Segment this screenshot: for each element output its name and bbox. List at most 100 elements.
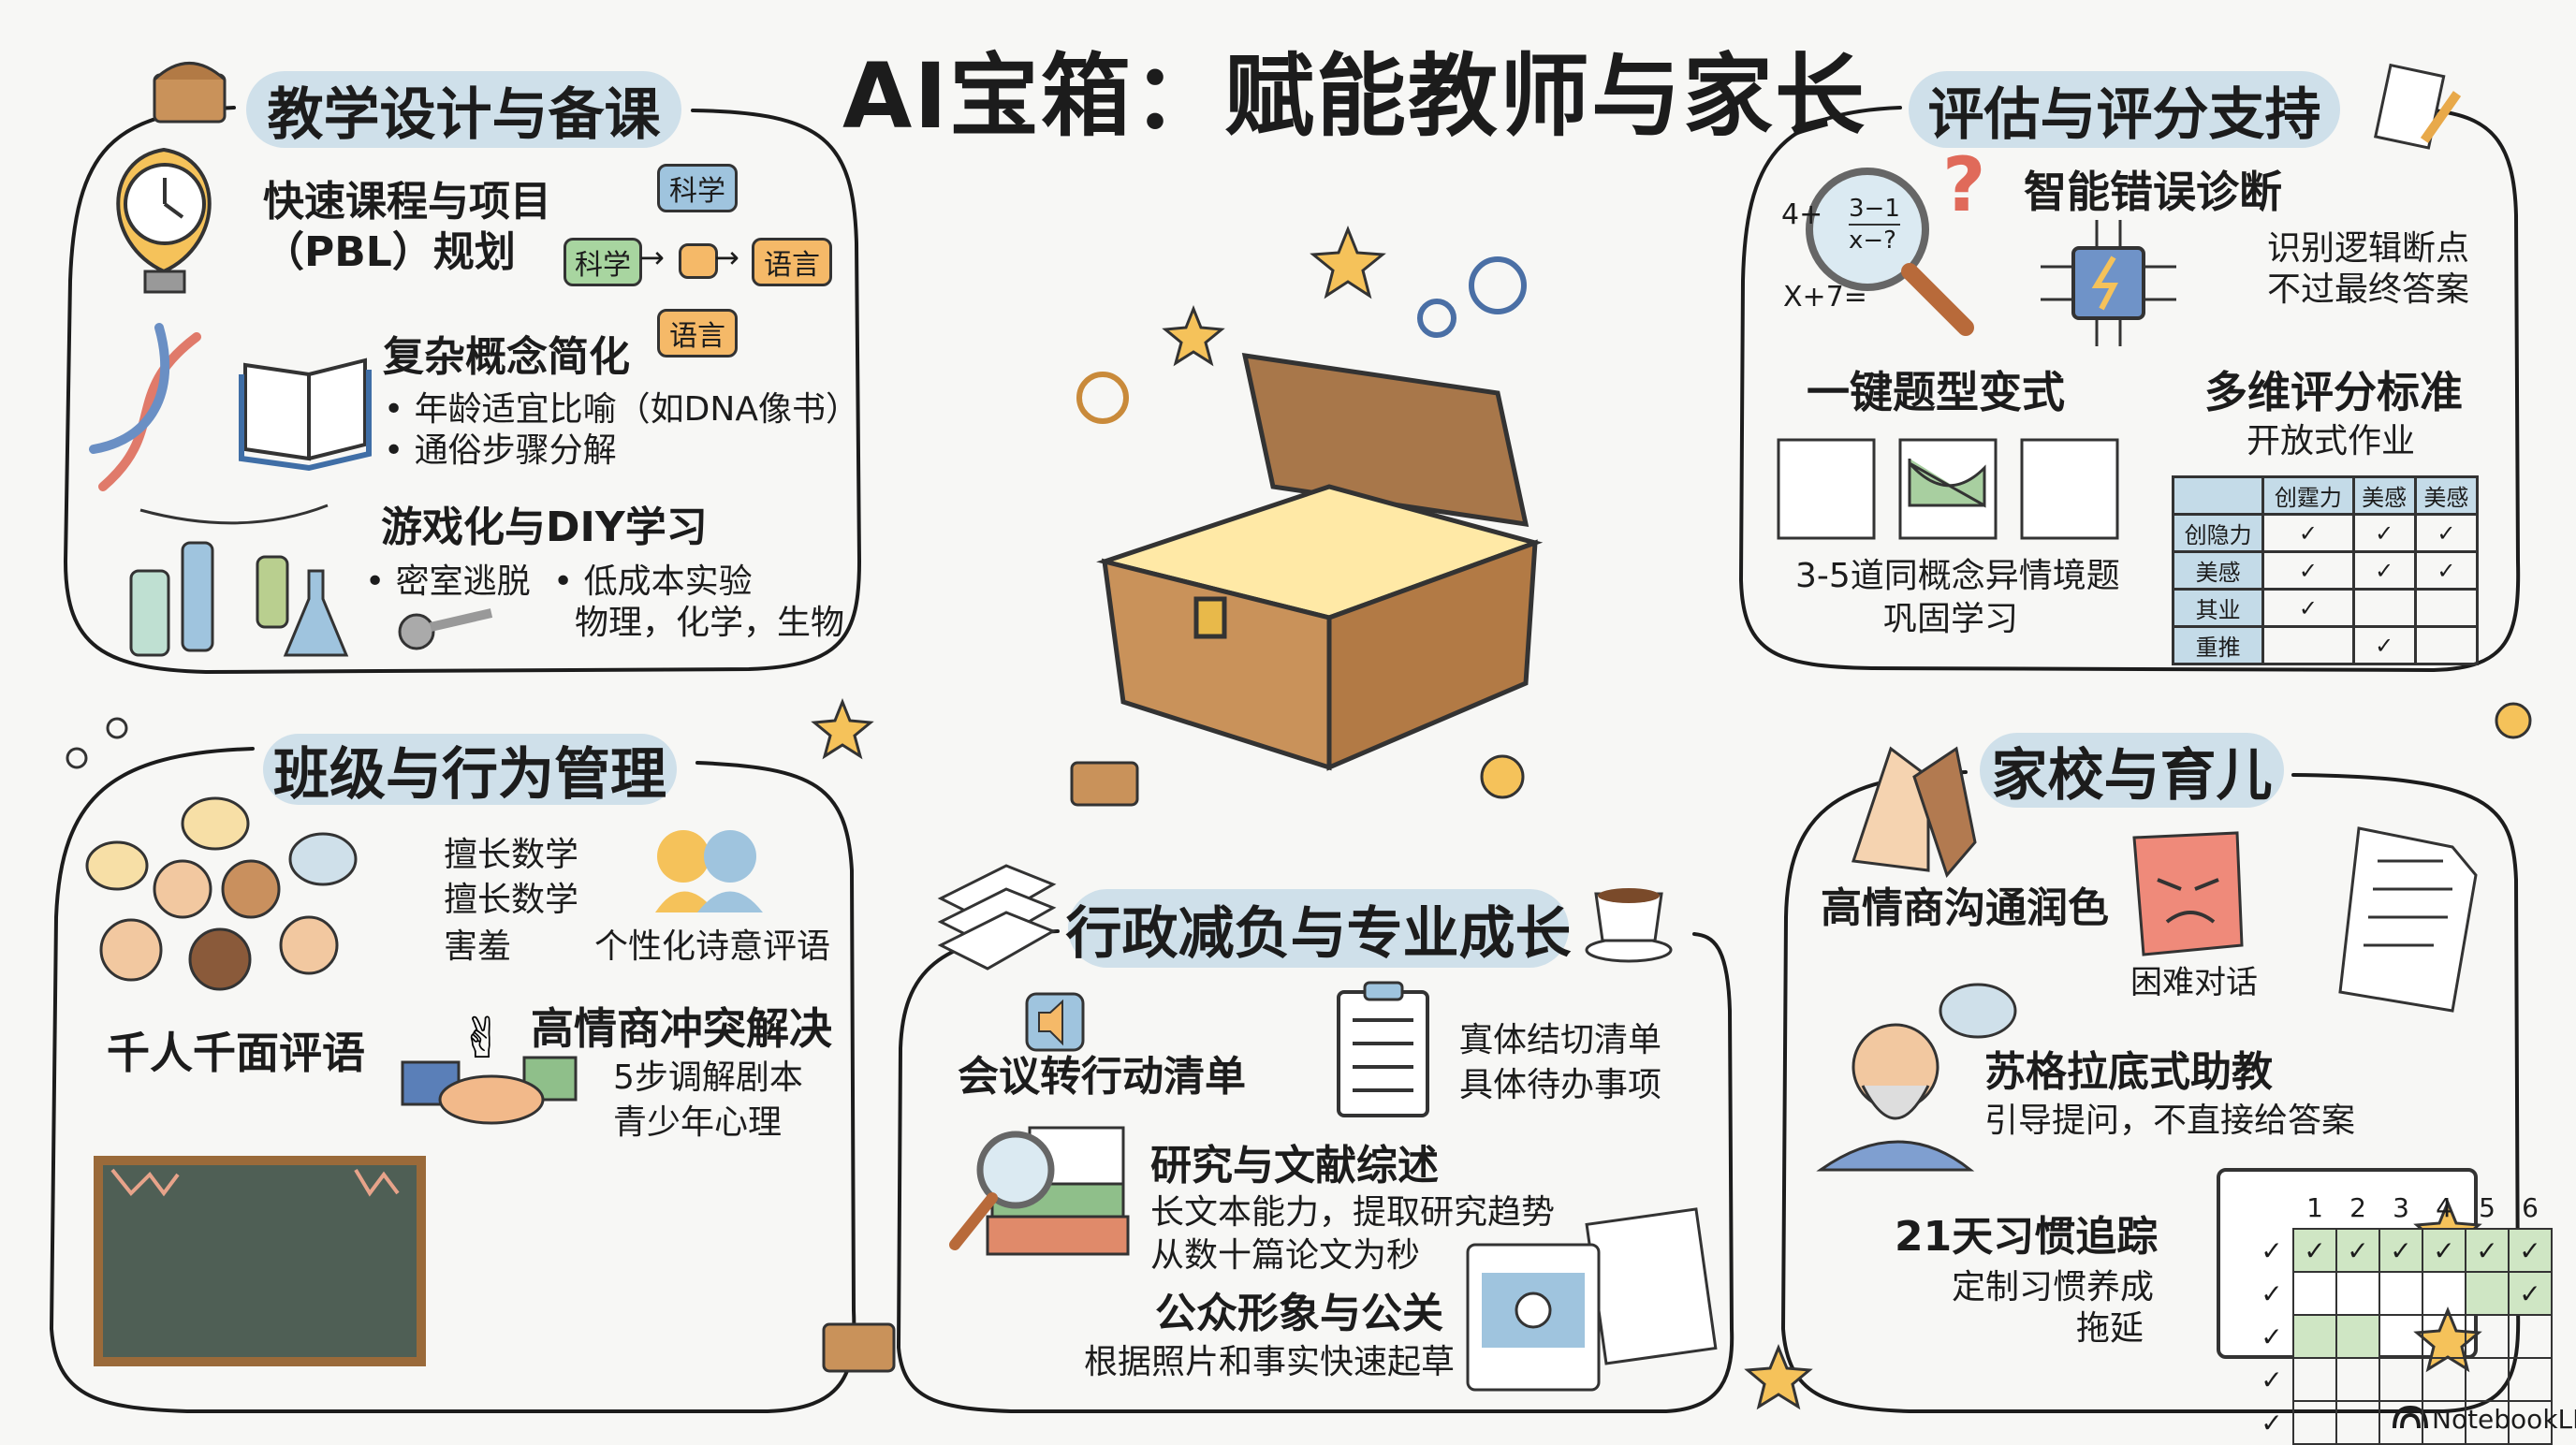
research-title: 研究与文献综述	[1150, 1142, 1439, 1190]
rubric-header-cell: 美感	[2413, 475, 2480, 516]
day-label: 4	[2436, 1191, 2452, 1223]
lightbulb-icon	[2495, 702, 2532, 739]
conflict-line: 青少年心理	[613, 1103, 783, 1142]
treasure-chest-icon	[822, 761, 1139, 1373]
check-icon: ✓	[2261, 588, 2355, 628]
habit-cell	[2465, 1271, 2510, 1316]
day-label: 1	[2306, 1191, 2323, 1223]
arrow-right-icon: →	[639, 240, 665, 275]
rubric-header-row: 创霆力美感美感	[2171, 475, 2480, 516]
habit-cell	[2508, 1314, 2553, 1359]
star-icon	[811, 225, 1813, 1410]
math-denominator: x−?	[1849, 226, 1896, 255]
check-icon: ✓	[2261, 513, 2355, 553]
habit-cell	[2335, 1314, 2380, 1359]
habit-cell: ✓	[2378, 1228, 2423, 1273]
rubric-row-label: 其业	[2171, 588, 2265, 628]
habit-cell	[2335, 1271, 2380, 1316]
habit-cell	[2465, 1357, 2510, 1402]
rubric-row-label: 创隐力	[2171, 513, 2265, 553]
ai-chip-icon	[2041, 220, 2176, 346]
chalkboard-icon	[94, 1156, 426, 1366]
rubric-table: 创霆力美感美感创隐力✓✓✓美感✓✓✓其业✓重推✓	[2171, 475, 2480, 665]
rubric-empty-cell	[2413, 625, 2480, 665]
habit-line: 拖延	[2076, 1309, 2144, 1348]
socrates-icon	[1816, 983, 2017, 1172]
habit-cell	[2422, 1357, 2466, 1402]
rubric-row: 其业✓	[2171, 588, 2480, 628]
simplify-bullet: • 通俗步骤分解	[384, 431, 617, 470]
diagnosis-line: 识别逻辑断点	[2267, 229, 2470, 268]
pbl-node: 科学	[657, 164, 738, 212]
dna-icon	[89, 323, 201, 491]
habit-cell: ✓	[2292, 1228, 2337, 1273]
conflict-line: 5步调解剧本	[613, 1058, 803, 1097]
page-title: AI宝箱：赋能教师与家长	[842, 44, 1867, 149]
sparkle-icon	[66, 717, 128, 769]
variants-title: 一键题型变式	[1807, 367, 2065, 417]
clipboard-checklist-icon	[1337, 981, 1429, 1117]
trait-label: 害羞	[444, 927, 512, 966]
rubric-header-cell	[2171, 475, 2265, 516]
magnifier-books-icon	[949, 1126, 1130, 1256]
habit-cell	[2335, 1400, 2380, 1445]
day-label: 3	[2393, 1191, 2409, 1223]
phone-newspaper-icon	[1466, 1207, 1718, 1392]
gamify-bullet-detail: 物理，化学，生物	[575, 604, 845, 642]
gear-icon	[1076, 372, 1129, 424]
panel-outline-class	[49, 747, 856, 1413]
day-label: 2	[2349, 1191, 2366, 1223]
checklist-line: 具体待办事项	[1459, 1066, 1662, 1104]
check-icon: ✓	[2261, 550, 2355, 591]
angry-paper-icon	[2132, 831, 2244, 956]
conflict-title: 高情商冲突解决	[531, 1003, 832, 1054]
gamify-bullet: • 低成本实验	[553, 562, 753, 601]
rubric-subtitle: 开放式作业	[2247, 422, 2416, 460]
habit-cell	[2465, 1314, 2510, 1359]
habit-cell: ✓	[2465, 1228, 2510, 1273]
signed-letter-icon	[2338, 826, 2478, 1013]
speaker-icon	[1025, 992, 1085, 1052]
rubric-row: 创隐力✓✓✓	[2171, 513, 2480, 553]
check-icon: ✓	[2413, 550, 2480, 591]
check-icon: ✓	[2351, 625, 2417, 665]
high-five-icon	[1851, 746, 1977, 878]
habit-line: 定制习惯养成	[1952, 1268, 2155, 1306]
panel-outline-lesson-design	[63, 106, 862, 675]
section-title-class-management: 班级与行为管理	[263, 734, 677, 808]
paper-stack-icon	[937, 864, 1057, 971]
check-icon: ✓	[2261, 1407, 2283, 1438]
lightbulb-clock-icon	[116, 147, 212, 294]
variants-line: 巩固学习	[1883, 600, 2019, 638]
habit-cell	[2335, 1357, 2380, 1402]
rubric-row: 重推✓	[2171, 625, 2480, 665]
pbl-title-line1: 快速课程与项目	[263, 178, 551, 226]
habit-cell	[2378, 1314, 2423, 1359]
habit-cell: ✓	[2422, 1228, 2466, 1273]
arrow-right-icon: →	[714, 240, 739, 275]
habit-title: 21天习惯追踪	[1895, 1213, 2159, 1261]
socratic-title: 苏格拉底式助教	[1984, 1048, 2273, 1096]
check-icon: ✓	[2351, 550, 2417, 591]
math-numerator: 3−1	[1849, 195, 1900, 226]
peace-hand-icon: ✌	[459, 1006, 505, 1072]
pbl-title-line2: （PBL）规划	[263, 228, 516, 276]
section-title-assessment: 评估与评分支持	[1909, 71, 2340, 148]
check-icon: ✓	[2261, 1277, 2283, 1309]
gamify-bullet: • 密室逃脱	[365, 562, 531, 601]
day-label: 6	[2522, 1191, 2539, 1223]
handshake-icon: ✌	[401, 1006, 578, 1125]
rubric-header-cell: 创霆力	[2261, 475, 2355, 516]
question-mark-icon: ?	[1942, 141, 1985, 228]
check-icon: ✓	[2261, 1321, 2283, 1352]
checklist-line: 寘体结切清单	[1459, 1021, 1662, 1059]
habit-cell	[2292, 1271, 2337, 1316]
checklist-pencil-icon	[2373, 63, 2462, 150]
rubric-header-cell: 美感	[2351, 475, 2417, 516]
habit-cell	[2378, 1400, 2423, 1445]
poetic-comment-label: 个性化诗意评语	[594, 927, 831, 966]
pbl-node: 语言	[657, 309, 738, 358]
comments-title: 千人千面评语	[107, 1028, 365, 1078]
rubric-row: 美感✓✓✓	[2171, 550, 2480, 591]
rubric-empty-cell	[2261, 625, 2355, 665]
